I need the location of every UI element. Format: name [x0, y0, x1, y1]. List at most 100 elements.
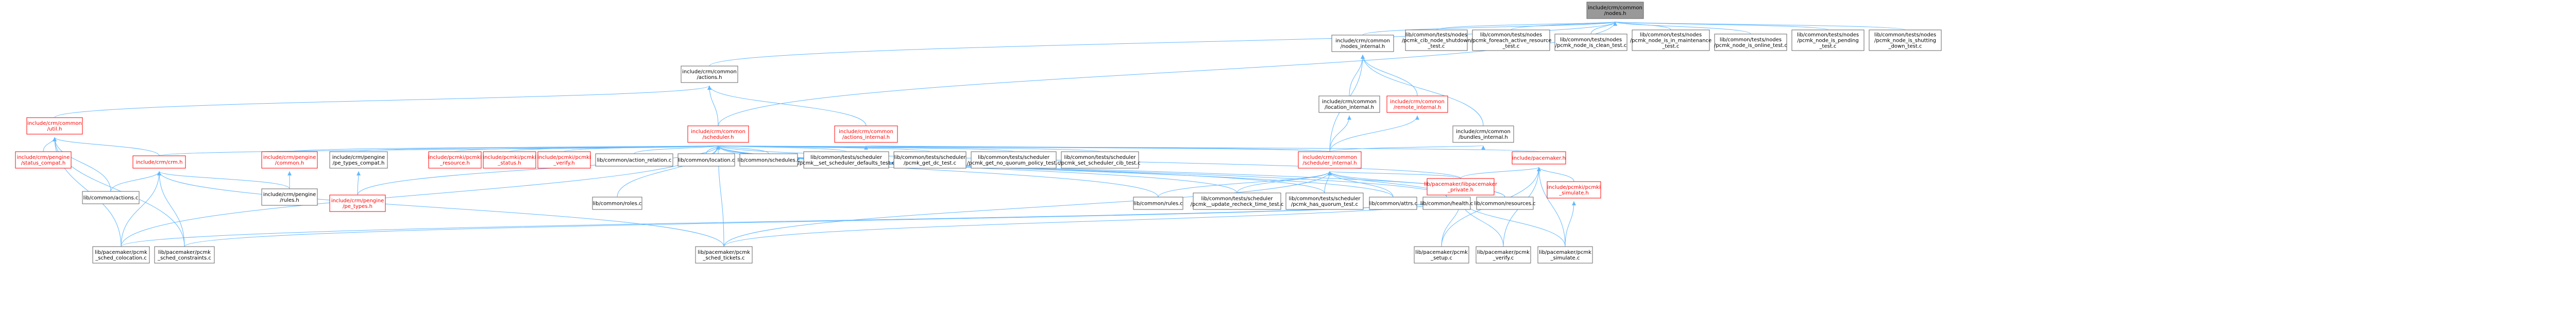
- node-label-line: lib/common/tests/nodes: [1560, 37, 1622, 43]
- node-label-line: lib/pacemaker/pcmk: [1415, 250, 1468, 255]
- node-action-relation[interactable]: lib/common/action_relation.c: [595, 153, 673, 167]
- node-scheduler-internal[interactable]: include/crm/common/scheduler_internal.h: [1298, 151, 1362, 169]
- node-t-set-cib[interactable]: lib/common/tests/scheduler/pcmk_set_sche…: [1059, 151, 1141, 169]
- node-pe-types-compat[interactable]: include/crm/pengine/pe_types_compat.h: [329, 151, 388, 169]
- node-pcmk-simulate[interactable]: lib/pacemaker/pcmk_simulate.c: [1537, 246, 1593, 264]
- node-label-line: _test.c: [1502, 44, 1520, 50]
- node-resources-c[interactable]: lib/common/resources.c: [1474, 197, 1536, 210]
- node-label-line: _sched_tickets.c: [702, 255, 744, 261]
- edge-root-to-t_cib_shutdown: [1436, 21, 1617, 30]
- node-health-c[interactable]: lib/common/health.c: [1420, 197, 1473, 210]
- node-t-set-defaults[interactable]: lib/common/tests/scheduler/pcmk__set_sch…: [798, 151, 895, 169]
- node-sched-constraints[interactable]: lib/pacemaker/pcmk_sched_constraints.c: [154, 246, 215, 264]
- node-label-line: lib/pacemaker/pcmk: [698, 250, 750, 255]
- edge-root-to-t_is_shutting: [1613, 21, 1906, 30]
- node-rules-c-left[interactable]: lib/common/roles.c: [592, 197, 642, 210]
- node-actions-h[interactable]: include/crm/common/actions.h: [681, 66, 738, 83]
- node-location-c[interactable]: lib/common/location.c: [677, 153, 735, 167]
- node-pcmki-simulate[interactable]: include/pcmki/pcmki_simulate.h: [1547, 181, 1601, 199]
- node-label-line: lib/common/resources.c: [1474, 201, 1535, 207]
- edge-scheduler_internal-to-sched_tickets: [723, 171, 1332, 247]
- edge-crm_h-to-common_actions_c: [110, 171, 161, 192]
- node-label-line: /pcmk__set_scheduler_defaults_test.c: [798, 160, 894, 166]
- node-t-is-maint[interactable]: lib/common/tests/nodes/pcmk_node_is_in_m…: [1630, 29, 1711, 51]
- node-label-line: include/pacemaker.h: [1512, 156, 1566, 161]
- node-pcmk-verify[interactable]: lib/pacemaker/pcmk_verify.c: [1476, 246, 1531, 264]
- node-pe-types[interactable]: include/crm/pengine/pe_types.h: [329, 195, 386, 212]
- node-pcmki-resource[interactable]: include/pcmki/pcmki_resource.h: [428, 151, 482, 169]
- node-label-line: lib/common/tests/nodes: [1797, 33, 1859, 38]
- node-nodes-internal[interactable]: include/crm/common/nodes_internal.h: [1331, 35, 1394, 52]
- node-pcmki-verify[interactable]: include/pcmki/pcmki_verify.h: [537, 151, 591, 169]
- node-scheduler-h[interactable]: include/crm/common/scheduler.h: [687, 125, 749, 143]
- edge-pacemaker_h-to-pcmk_private: [1460, 167, 1541, 179]
- node-t-is-clean[interactable]: lib/common/tests/nodes/pcmk_node_is_clea…: [1554, 34, 1628, 51]
- node-util-h[interactable]: include/crm/common/util.h: [26, 117, 83, 135]
- node-t-cib-shutdown[interactable]: lib/common/tests/nodes/pcmk_cib_node_shu…: [1402, 29, 1471, 51]
- node-t-foreach[interactable]: lib/common/tests/nodes/pcmk_foreach_acti…: [1470, 29, 1552, 51]
- node-label-line: _sched_colocation.c: [95, 255, 147, 261]
- node-schedules-c[interactable]: lib/common/schedules.c: [738, 153, 800, 167]
- edge-scheduler_internal-to-resources_c: [1328, 171, 1505, 198]
- edge-root-to-t_foreach: [1511, 21, 1617, 30]
- node-label-line: _setup.c: [1430, 255, 1452, 261]
- node-label-line: lib/pacemaker/pcmk: [1539, 250, 1591, 255]
- node-label-line: _verify.c: [1493, 255, 1514, 261]
- node-t-is-shutting[interactable]: lib/common/tests/nodes/pcmk_node_is_shut…: [1869, 29, 1942, 51]
- node-t-is-pending[interactable]: lib/common/tests/nodes/pcmk_node_is_pend…: [1791, 29, 1865, 51]
- edge-scheduler_internal-to-attrs_c: [1328, 171, 1394, 198]
- node-status-compat[interactable]: include/crm/pengine/status_compat.h: [15, 151, 72, 169]
- node-label-line: include/crm/common: [1390, 99, 1445, 105]
- node-label-line: /pcmk_set_scheduler_cib_test.c: [1059, 160, 1140, 166]
- node-pcmk-setup[interactable]: lib/pacemaker/pcmk_setup.c: [1414, 246, 1469, 264]
- edge-root-to-nodes_internal: [1362, 21, 1617, 36]
- node-common-actions-c[interactable]: lib/common/actions.c: [82, 191, 140, 204]
- node-pengine-common[interactable]: include/crm/pengine/common.h: [261, 151, 318, 169]
- edge-crm_h-to-sched_constraints: [157, 171, 185, 247]
- edge-scheduler_h-to-pacemaker_h: [718, 145, 1539, 152]
- node-label-line: include/crm/common: [839, 129, 893, 135]
- node-t-update-recheck[interactable]: lib/common/tests/scheduler/pcmk__update_…: [1191, 192, 1284, 210]
- node-sched-colocation[interactable]: lib/pacemaker/pcmk_sched_colocation.c: [92, 246, 150, 264]
- node-actions-internal[interactable]: include/crm/common/actions_internal.h: [834, 125, 898, 143]
- node-t-no-quorum[interactable]: lib/common/tests/scheduler/pcmk_get_no_q…: [967, 151, 1060, 169]
- edge-scheduler_internal-to-pcmk_private: [1328, 171, 1461, 179]
- node-rules-c[interactable]: lib/common/rules.c: [1133, 197, 1183, 210]
- node-label-line: lib/common/tests/scheduler: [1064, 155, 1137, 160]
- node-label-line: lib/pacemaker/pcmk: [1477, 250, 1530, 255]
- node-location-internal[interactable]: include/crm/common/location_internal.h: [1318, 95, 1380, 113]
- node-pcmki-status[interactable]: include/pcmki/pcmki_status.h: [483, 151, 536, 169]
- node-label-line: lib/common/actions.c: [83, 196, 139, 201]
- node-label-line: lib/common/rules.c: [1133, 201, 1182, 207]
- node-label-line: /scheduler.h: [703, 135, 734, 140]
- node-crm-h[interactable]: include/crm/crm.h: [132, 155, 186, 169]
- node-label-line: lib/common/tests/nodes: [1720, 37, 1782, 43]
- node-t-is-online[interactable]: lib/common/tests/nodes/pcmk_node_is_onli…: [1714, 34, 1787, 51]
- node-label-line: /pcmk_node_is_online_test.c: [1714, 43, 1787, 48]
- node-label-line: /remote_internal.h: [1394, 105, 1441, 110]
- node-label-line: _test.c: [1428, 44, 1445, 50]
- node-sched-tickets[interactable]: lib/pacemaker/pcmk_sched_tickets.c: [695, 246, 753, 264]
- node-label-line: /common.h: [275, 160, 304, 166]
- edge-pcmki_simulate-to-pcmk_simulate: [1565, 201, 1576, 247]
- node-label-line: lib/common/tests/nodes: [1640, 33, 1702, 38]
- node-label-line: /pe_types.h: [343, 204, 372, 209]
- node-attrs-c[interactable]: lib/common/attrs.c: [1369, 197, 1417, 210]
- node-remote-internal[interactable]: include/crm/common/remote_internal.h: [1386, 95, 1448, 113]
- node-root[interactable]: include/crm/common/nodes.h: [1586, 2, 1644, 19]
- node-label-line: lib/common/action_relation.c: [597, 158, 672, 164]
- edge-crm_h-to-sched_colocation: [121, 171, 161, 247]
- edge-nodes_internal-to-location_internal: [1349, 54, 1365, 96]
- node-pengine-rules[interactable]: include/crm/pengine/rules.h: [261, 188, 318, 206]
- node-pcmk-private[interactable]: lib/pacemaker/libpacemaker_private.h: [1424, 178, 1498, 196]
- node-t-get-dc[interactable]: lib/common/tests/scheduler/pcmk_get_dc_t…: [893, 151, 967, 169]
- node-t-has-quorum[interactable]: lib/common/tests/scheduler/pcmk_has_quor…: [1285, 192, 1364, 210]
- node-pacemaker-h[interactable]: include/pacemaker.h: [1512, 151, 1566, 165]
- node-label-line: /pcmk_cib_node_shutdown: [1402, 38, 1471, 44]
- node-label-line: /pcmk_foreach_active_resource: [1470, 38, 1551, 44]
- node-bundles-internal[interactable]: include/crm/common/bundles_internal.h: [1452, 125, 1514, 143]
- node-label-line: lib/pacemaker/libpacemaker: [1424, 182, 1498, 187]
- node-label-line: /pcmk_has_quorum_test.c: [1291, 202, 1358, 207]
- node-label-line: include/crm/common: [1322, 99, 1377, 105]
